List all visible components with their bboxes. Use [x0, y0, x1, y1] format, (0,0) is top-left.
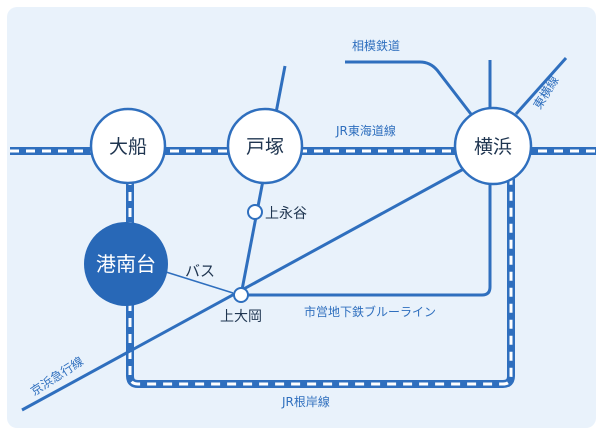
station-totsuka[interactable]: 戸塚 — [226, 107, 304, 185]
station-kaminagaya-label: 上永谷 — [265, 206, 307, 222]
station-totsuka-label: 戸塚 — [246, 136, 284, 158]
map-background — [7, 7, 596, 428]
bus-label: バス — [185, 262, 215, 280]
toyoko-line — [514, 57, 568, 115]
station-konandai[interactable]: 港南台 — [84, 222, 168, 306]
sotetsu-line — [345, 60, 476, 119]
jr-tokaido-label: JR東海道線 — [335, 123, 396, 138]
station-kamiooka-label: 上大岡 — [220, 309, 262, 325]
station-yokohama[interactable]: 横浜 — [453, 106, 533, 186]
station-kaminagaya[interactable] — [247, 204, 263, 220]
station-kamiooka[interactable] — [233, 287, 249, 303]
jr-negishi-line — [126, 178, 515, 388]
keikyu-line — [21, 158, 481, 412]
station-yokohama-label: 横浜 — [474, 136, 512, 158]
jr-negishi-label: JR根岸線 — [281, 394, 330, 409]
bus-route — [165, 271, 234, 294]
subway-label: 市営地下鉄ブルーライン — [304, 304, 436, 319]
station-konandai-label: 港南台 — [96, 252, 156, 276]
sotetsu-label: 相模鉄道 — [352, 38, 400, 53]
station-ofuna-label: 大船 — [109, 136, 147, 158]
station-ofuna[interactable]: 大船 — [89, 107, 167, 185]
